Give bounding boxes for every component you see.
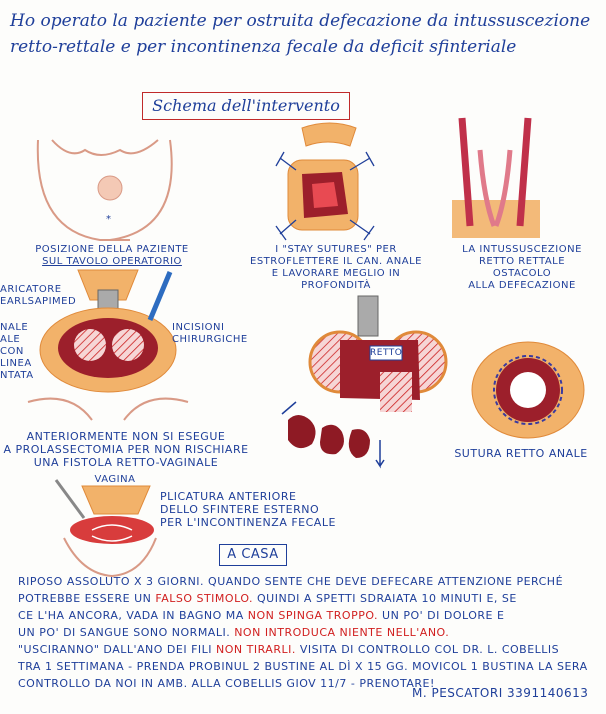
anastomosis-drawing: [471, 341, 585, 439]
prolapsectomy-drawing: [281, 295, 448, 469]
label-plicatura: PLICATURA ANTERIORE DELLO SFINTERE ESTER…: [160, 490, 336, 529]
notes-line-2: POTREBBE ESSERE UN FALSO STIMOLO. Quindi…: [18, 592, 517, 605]
intussusception-drawing: [452, 117, 540, 238]
a-casa-heading: A CASA: [219, 544, 287, 566]
label-retto: RETTO: [370, 348, 403, 358]
notes-line-3: ce l'ha ancora, vada in bagno ma NON SPI…: [18, 609, 505, 622]
label-anterior-note: ANTERIORMENTE NON SI ESEGUE A PROLASSECT…: [3, 430, 249, 469]
label-intussusception: LA INTUSSUSCEZIONE RETTO RETTALE OSTACOL…: [462, 244, 582, 291]
label-canale-anale: NALE ALE CON LINEA NTATA: [0, 322, 34, 381]
schema-title: Schema dell'intervento: [142, 92, 350, 120]
notes-line-7: controllo da noi in amb. alla Cobellis G…: [18, 677, 435, 690]
label-stay-sutures: I "STAY SUTURES" PER ESTROFLETTERE IL CA…: [250, 244, 422, 291]
label-dilatore: ARICATORE EARLSAPIMED: [0, 284, 77, 307]
label-vagina: VAGINA: [94, 474, 136, 485]
notes-line-1: RIPOSO ASSOLUTO X 3 GIORNI. QUANDO SENTE…: [18, 575, 564, 588]
home-care-notes: RIPOSO ASSOLUTO X 3 GIORNI. QUANDO SENTE…: [18, 573, 604, 692]
intro-line-2: retto-rettale e per incontinenza fecale …: [10, 37, 517, 57]
intro-line-1: Ho operato la paziente per ostruita defe…: [10, 11, 591, 31]
label-patient-position: POSIZIONE DELLA PAZIENTE SUL TAVOLO OPER…: [35, 244, 189, 267]
stay-sutures-drawing: [275, 122, 375, 241]
patient-position-drawing: *: [36, 139, 173, 241]
notes-line-6: tra 1 settimana - PRENDA PROBINUL 2 bust…: [18, 660, 588, 673]
label-sutura: SUTURA RETTO ANALE: [454, 447, 588, 460]
intro-text: Ho operato la paziente per ostruita defe…: [10, 8, 600, 60]
svg-text:*: *: [106, 214, 111, 225]
sphincter-plication-drawing: [54, 479, 157, 578]
label-incisioni: INCISIONI CHIRURGICHE: [172, 322, 248, 345]
notes-line-5: "Usciranno" dall'ano dei fili NON TIRARL…: [18, 643, 560, 656]
signature: M. PESCATORI 3391140613: [412, 686, 589, 700]
notes-line-4: un po' di sangue sono normali. NON INTRO…: [18, 626, 450, 639]
operative-field-drawing: [27, 269, 189, 421]
